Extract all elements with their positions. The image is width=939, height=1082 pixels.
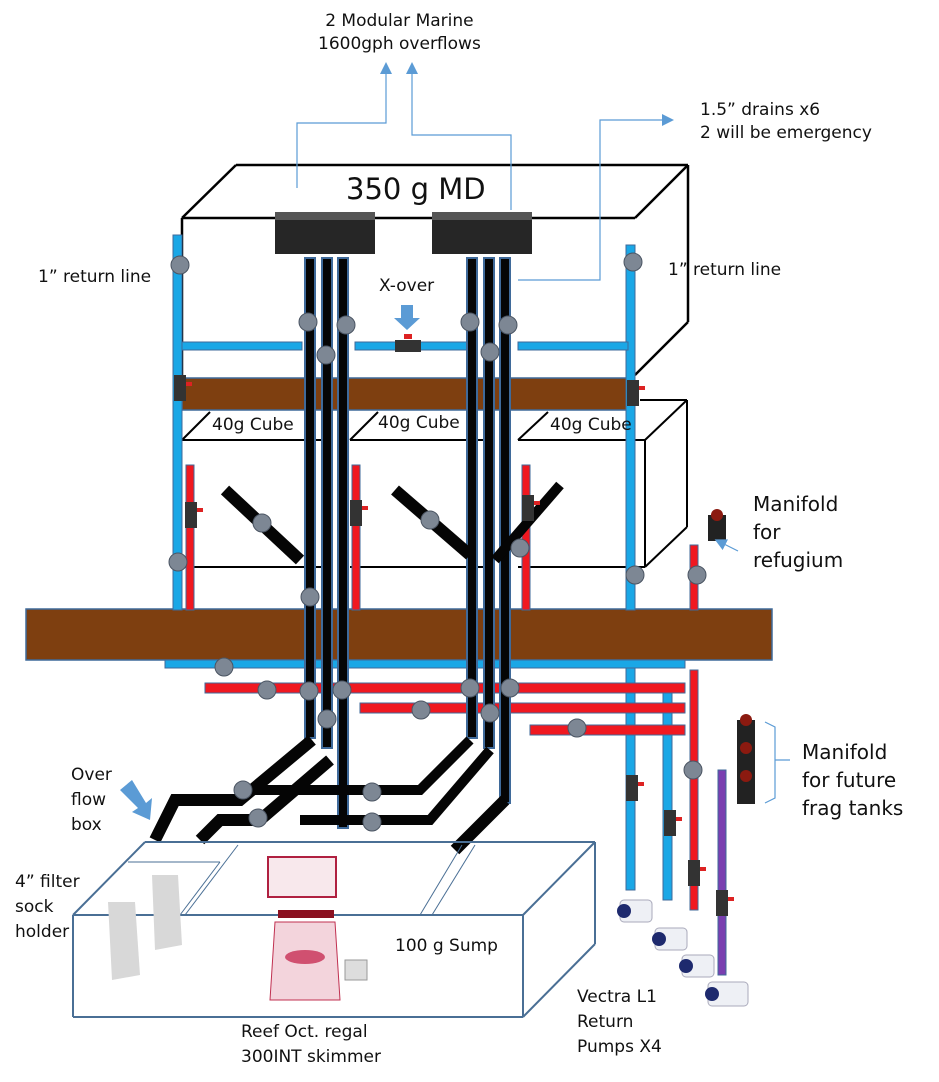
- filter-sock-1: [108, 902, 140, 980]
- skimmer: [267, 856, 368, 1001]
- gate-valves: [708, 509, 755, 804]
- cube-1: [181, 411, 322, 568]
- manifold-refugium-label: Manifold for refugium: [753, 492, 844, 572]
- overflows-label: 2 Modular Marine 1600gph overflows: [318, 11, 481, 54]
- callout-arrows: [296, 62, 790, 804]
- xover-arrow-icon: [394, 305, 420, 330]
- overflow-box-arrow-icon: [120, 780, 152, 820]
- xover-label: X-over: [379, 276, 435, 296]
- overflow-box-right: [432, 212, 532, 254]
- manifold-frag-label: Manifold for future frag tanks: [802, 740, 904, 820]
- pumps-label: Vectra L1 Return Pumps X4: [577, 987, 662, 1057]
- purple-line: [717, 769, 727, 976]
- cube-1-label: 40g Cube: [212, 415, 294, 435]
- upper-shelf: [181, 377, 633, 411]
- return-pumps: [617, 899, 749, 1007]
- return-line-left-label: 1” return line: [38, 267, 152, 287]
- filter-sock-label: 4” filter sock holder: [15, 872, 80, 942]
- lower-shelf: [25, 608, 773, 661]
- display-tank-title: 350 g MD: [346, 172, 486, 206]
- cube-2-label: 40g Cube: [378, 413, 460, 433]
- filter-sock-2: [152, 875, 182, 950]
- skimmer-label: Reef Oct. regal 300INT skimmer: [241, 1022, 381, 1067]
- overflow-box-label: Over flow box: [71, 765, 112, 835]
- return-line-right-label: 1” return line: [668, 260, 782, 280]
- overflow-box-left: [275, 212, 375, 254]
- union-fittings: [168, 252, 707, 832]
- cube-3-label: 40g Cube: [550, 415, 632, 435]
- drains-label: 1.5” drains x6 2 will be emergency: [700, 100, 872, 143]
- cube-3: [517, 399, 688, 568]
- sump-label: 100 g Sump: [395, 936, 498, 956]
- ball-valves: [174, 334, 734, 916]
